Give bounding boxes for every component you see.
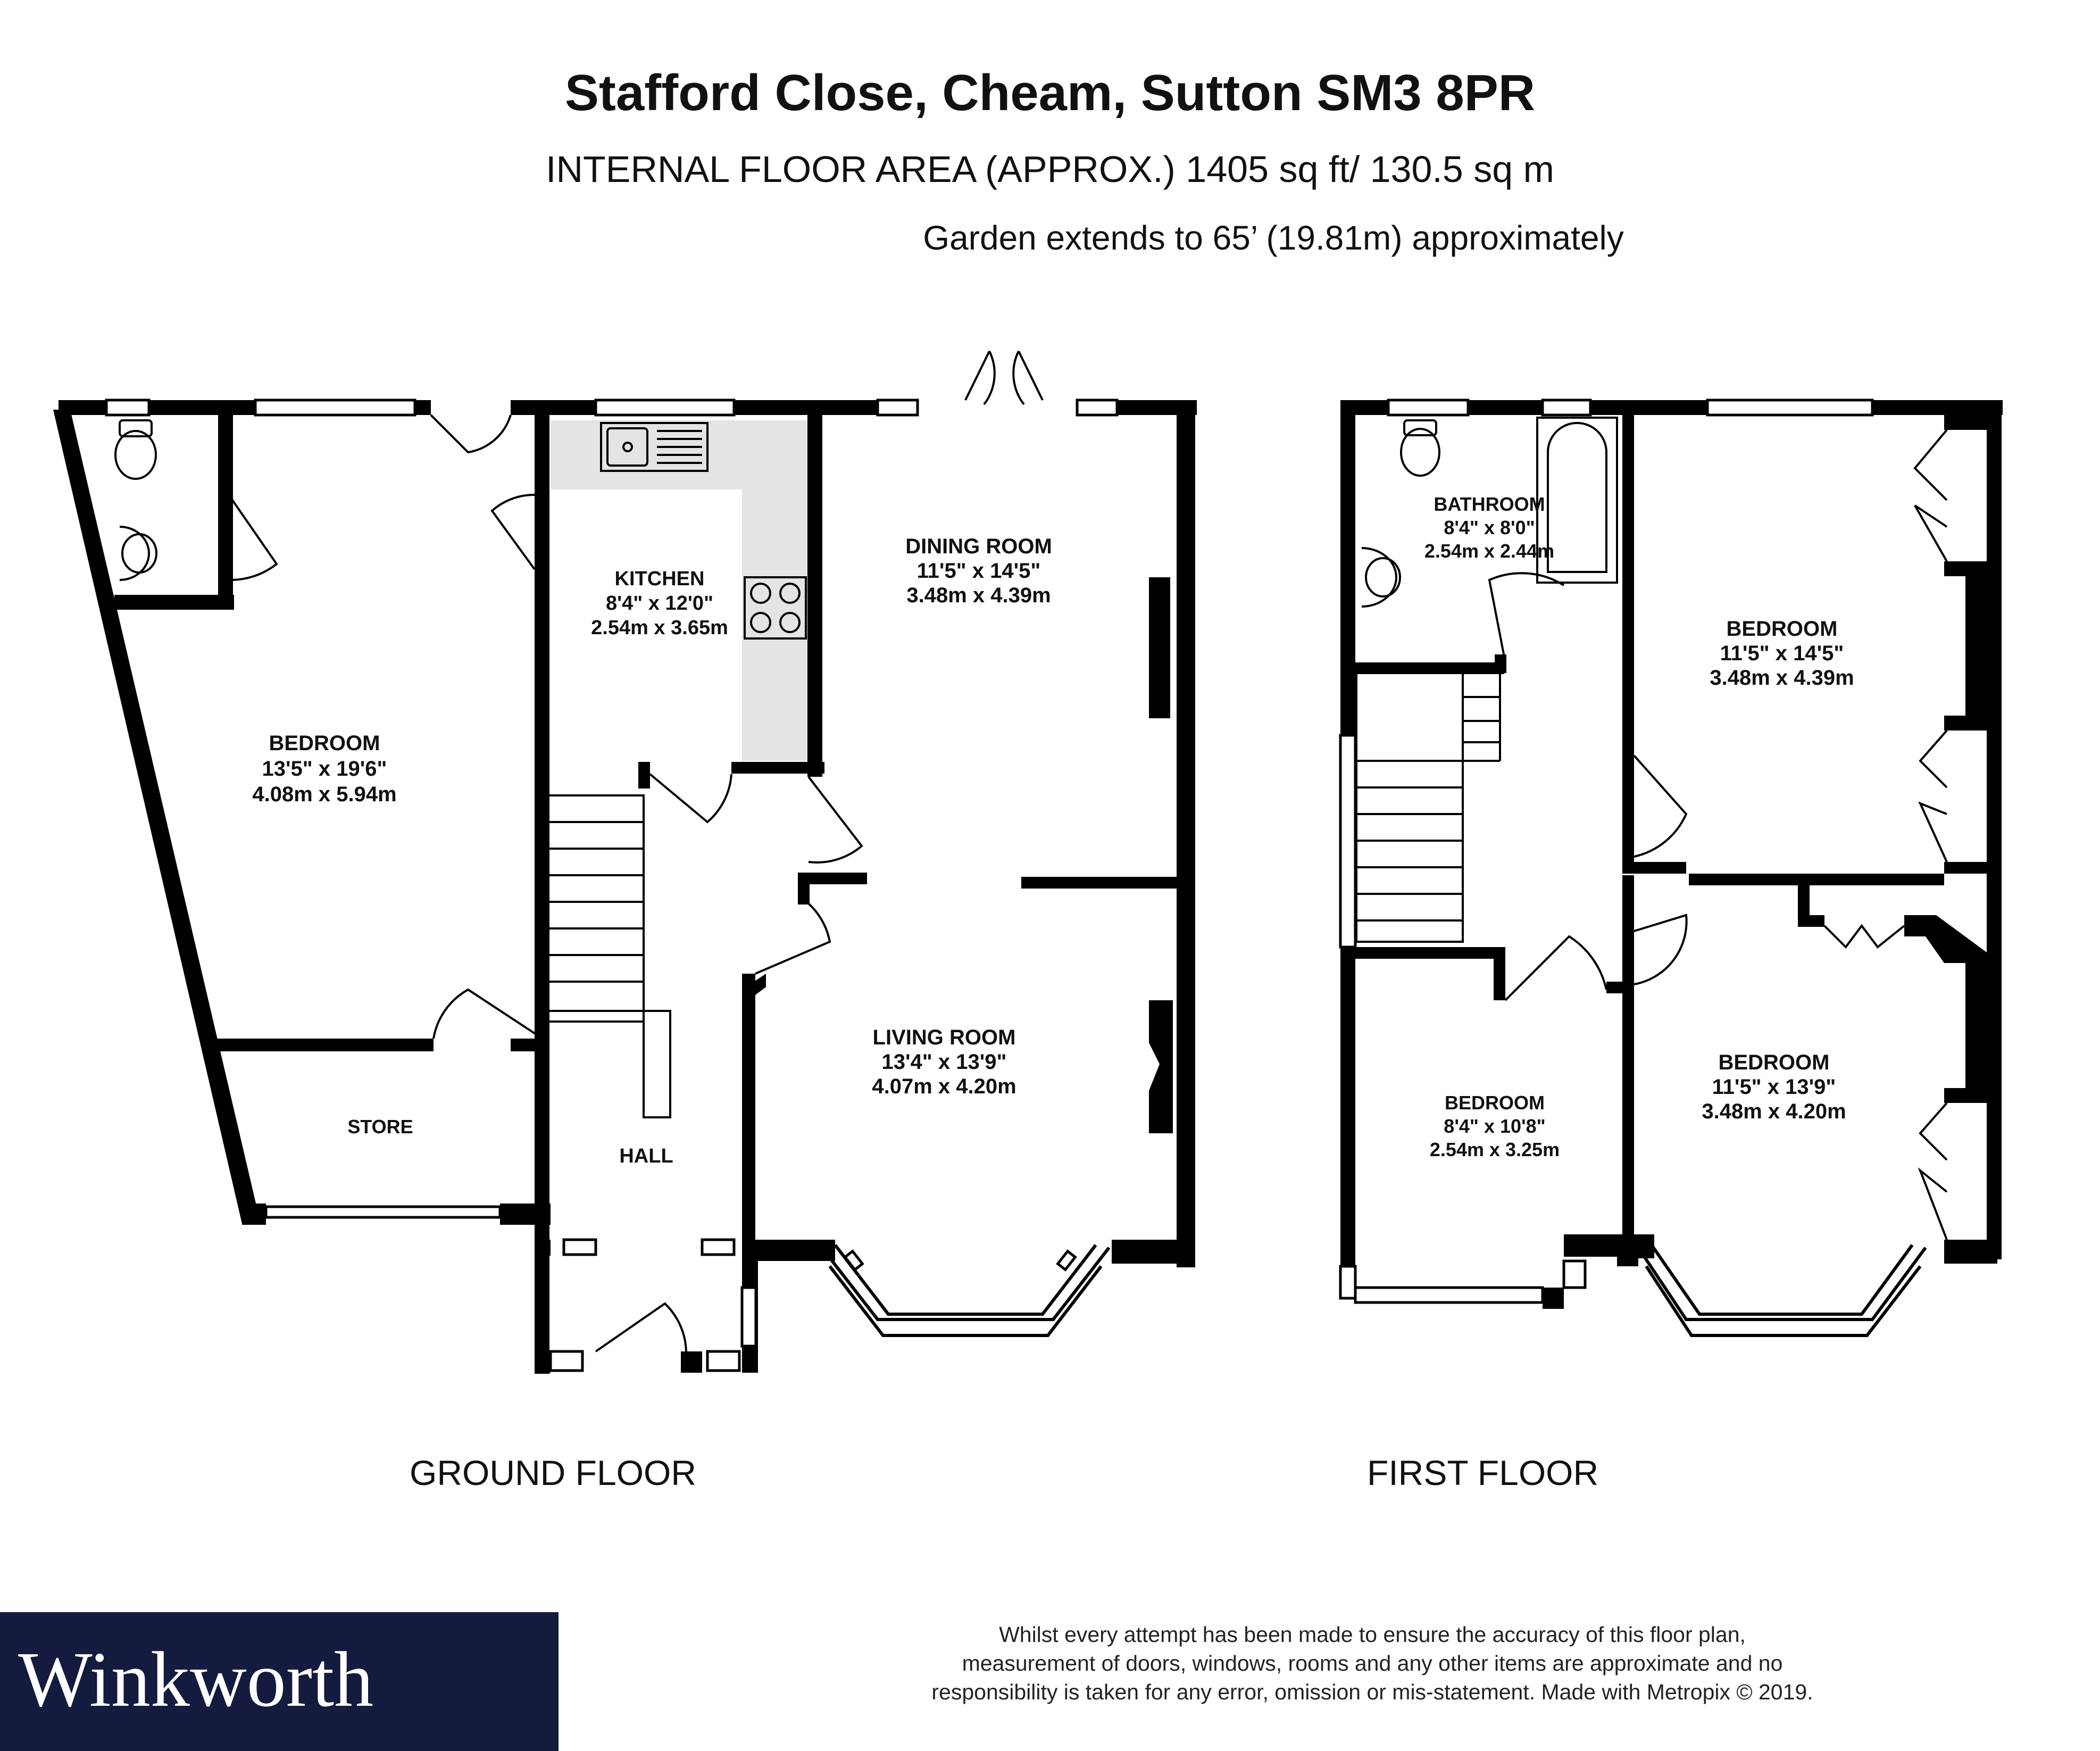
ground-windows [105,399,1119,1372]
first-walls [1340,400,2003,1309]
first-floor-plan: BATHROOM 8'4" x 8'0" 2.54m x 2.44m BEDRO… [1339,399,2003,1337]
disclaimer-line: Whilst every attempt has been made to en… [999,1622,1746,1647]
disclaimer-line: responsibility is taken for any error, o… [931,1680,1813,1704]
ground-room-labels: BEDROOM 13'5" x 19'6" 4.08m x 5.94m STOR… [252,535,1052,1167]
bedroom-ground-metric: 4.08m x 5.94m [252,783,396,806]
dining-imperial: 11'5" x 14'5" [917,559,1041,583]
first-basin-icon [1361,547,1401,608]
bedroom-ground-imperial: 13'5" x 19'6" [262,757,387,781]
kitchen-imperial: 8'4" x 12'0" [606,592,713,615]
bedroom-small-metric: 2.54m x 3.25m [1430,1139,1560,1160]
bedroom-rear-imperial: 11'5" x 14'5" [1720,642,1844,665]
living-imperial: 13'4" x 13'9" [882,1050,1007,1074]
page-title: Stafford Close, Cheam, Sutton SM3 8PR [564,64,1536,121]
store-name: STORE [347,1116,413,1138]
ground-wc-icon [114,419,157,480]
bedroom-front-imperial: 11'5" x 13'9" [1712,1075,1836,1099]
first-room-labels: BATHROOM 8'4" x 8'0" 2.54m x 2.44m BEDRO… [1424,493,1854,1160]
dining-name: DINING ROOM [905,535,1052,558]
living-metric: 4.07m x 4.20m [872,1075,1016,1098]
bedroom-small-imperial: 8'4" x 10'8" [1444,1115,1545,1137]
living-name: LIVING ROOM [873,1026,1016,1049]
dining-metric: 3.48m x 4.39m [906,584,1051,607]
bedroom-ground-name: BEDROOM [269,732,380,755]
ground-doors [228,351,1044,1352]
first-windows [1339,399,1874,1304]
ground-floor-label: GROUND FLOOR [410,1453,697,1492]
ground-stairs [547,794,671,1118]
brand-name: Winkworth [18,1636,374,1723]
bathroom-imperial: 8'4" x 8'0" [1444,517,1535,538]
kitchen-name: KITCHEN [615,568,705,590]
living-bay-window [820,1244,1111,1337]
bathroom-name: BATHROOM [1434,493,1545,515]
garden-note: Garden extends to 65’ (19.81m) approxima… [923,219,1624,257]
winkworth-logo: Winkworth [0,1612,559,1751]
kitchen-metric: 2.54m x 3.65m [591,617,728,639]
bedroom-front-name: BEDROOM [1719,1051,1830,1074]
ground-floor-plan: BEDROOM 13'5" x 19'6" 4.08m x 5.94m STOR… [53,351,1197,1374]
kitchen-hob-icon [744,576,807,640]
bath-icon [1536,417,1618,584]
bedroom-rear-name: BEDROOM [1727,617,1838,641]
hall-name: HALL [619,1145,673,1167]
first-doors [1488,429,1948,1240]
bedroom-front-metric: 3.48m x 4.20m [1702,1100,1846,1123]
first-floor-label: FIRST FLOOR [1367,1453,1599,1492]
bathroom-metric: 2.54m x 2.44m [1424,540,1554,562]
bedroom-small-name: BEDROOM [1445,1092,1545,1114]
floor-plans: BEDROOM 13'5" x 19'6" 4.08m x 5.94m STOR… [53,351,2003,1374]
kitchen-sink-icon [600,422,709,472]
first-stairs [1355,672,1501,943]
first-wc-icon [1400,419,1440,477]
first-bay-window [1637,1244,1927,1337]
ground-basin-icon [119,526,157,581]
disclaimer-line: measurement of doors, windows, rooms and… [962,1651,1783,1675]
disclaimer: Whilst every attempt has been made to en… [872,1620,1872,1706]
ground-walls [53,400,1197,1374]
floor-area-subtitle: INTERNAL FLOOR AREA (APPROX.) 1405 sq ft… [546,148,1554,190]
bedroom-rear-metric: 3.48m x 4.39m [1710,666,1854,690]
